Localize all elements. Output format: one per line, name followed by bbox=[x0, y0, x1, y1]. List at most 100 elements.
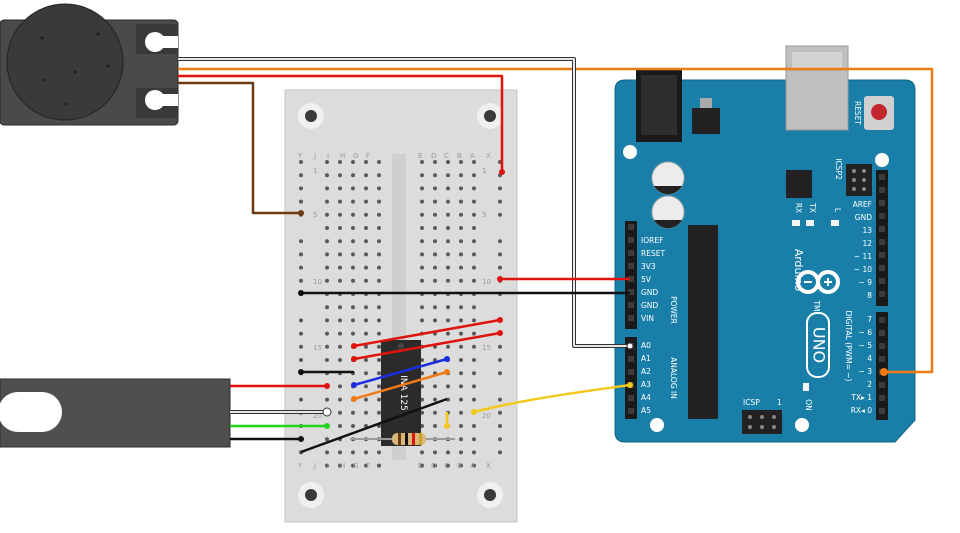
wire-servo-signal-orange bbox=[178, 67, 934, 374]
breadboard-hole bbox=[420, 278, 424, 283]
pin-label: ~ 10 bbox=[854, 265, 872, 274]
row-number: 20 bbox=[313, 412, 322, 420]
breadboard-hole bbox=[325, 450, 329, 455]
pin-label: RESET bbox=[641, 249, 665, 258]
digital-top-pin-labels: AREF GND 13 12 ~ 11 ~ 10 ~ 9 8 bbox=[853, 200, 873, 300]
pin-label: VIN bbox=[641, 314, 654, 323]
breadboard-hole bbox=[459, 160, 463, 164]
breadboard-hole bbox=[498, 265, 502, 270]
header-pin bbox=[628, 224, 634, 230]
breadboard-hole bbox=[459, 318, 463, 323]
breadboard-hole bbox=[459, 199, 463, 204]
breadboard-hole bbox=[338, 331, 342, 336]
breadboard-hole bbox=[420, 160, 424, 164]
breadboard-hole bbox=[325, 278, 329, 283]
breadboard-hole bbox=[446, 186, 450, 191]
col-letter: J bbox=[313, 462, 316, 470]
breadboard-hole bbox=[420, 318, 424, 323]
breadboard-hole bbox=[364, 463, 368, 468]
breadboard-hole bbox=[433, 173, 437, 178]
row-number: 15 bbox=[482, 344, 491, 352]
wire-chip-red-2 bbox=[353, 331, 501, 361]
breadboard-hole bbox=[364, 212, 368, 217]
col-letter: D bbox=[431, 462, 436, 470]
row-number: 5 bbox=[313, 211, 317, 219]
col-letter: A bbox=[470, 462, 475, 470]
breadboard-hole bbox=[325, 331, 329, 336]
header-pin bbox=[879, 265, 885, 271]
breadboard-hole bbox=[498, 212, 502, 217]
row-number: 1 bbox=[313, 167, 317, 175]
analog-header-label: ANALOG IN bbox=[669, 357, 678, 399]
breadboard-hole bbox=[498, 358, 502, 362]
wire-chip-blue bbox=[353, 357, 448, 387]
breadboard-hole bbox=[433, 424, 437, 428]
breadboard-mounting-holes bbox=[298, 103, 503, 508]
pin-label: ~ 5 bbox=[859, 341, 873, 350]
breadboard-hole bbox=[459, 384, 463, 389]
breadboard-hole bbox=[498, 252, 502, 257]
breadboard-hole bbox=[420, 265, 424, 270]
breadboard-hole bbox=[377, 239, 381, 244]
breadboard-hole bbox=[351, 410, 355, 415]
breadboard-hole bbox=[338, 239, 342, 244]
wires bbox=[178, 57, 934, 454]
breadboard-hole bbox=[338, 318, 342, 323]
breadboard-hole bbox=[377, 384, 381, 389]
breadboard-hole bbox=[433, 212, 437, 217]
col-letter: C bbox=[444, 462, 449, 470]
breadboard-hole bbox=[364, 371, 368, 376]
breadboard-hole bbox=[364, 278, 368, 283]
header-pin bbox=[879, 187, 885, 193]
header-pin bbox=[628, 395, 634, 401]
breadboard-hole bbox=[459, 212, 463, 217]
row-number: 20 bbox=[482, 412, 491, 420]
breadboard-hole bbox=[420, 252, 424, 257]
breadboard-hole bbox=[338, 199, 342, 204]
breadboard-hole bbox=[351, 160, 355, 164]
header-pin bbox=[879, 291, 885, 297]
breadboard-hole bbox=[472, 463, 476, 468]
header-pin bbox=[879, 226, 885, 232]
breadboard-hole bbox=[338, 226, 342, 230]
breadboard-hole bbox=[433, 450, 437, 455]
breadboard-hole bbox=[377, 358, 381, 362]
breadboard-hole bbox=[433, 318, 437, 323]
breadboard-hole bbox=[459, 265, 463, 270]
breadboard-hole bbox=[446, 278, 450, 283]
breadboard-hole bbox=[325, 212, 329, 217]
breadboard-hole bbox=[377, 265, 381, 270]
breadboard-hole bbox=[459, 186, 463, 191]
breadboard-hole bbox=[351, 305, 355, 310]
breadboard-hole bbox=[420, 463, 424, 468]
header-pin bbox=[879, 174, 885, 180]
pin-label: ~ 6 bbox=[859, 328, 873, 337]
breadboard-hole bbox=[377, 318, 381, 323]
pin-label: A4 bbox=[641, 393, 651, 402]
breadboard-hole bbox=[433, 226, 437, 230]
breadboard-hole bbox=[325, 344, 329, 349]
breadboard-hole bbox=[338, 186, 342, 191]
breadboard-hole bbox=[498, 371, 502, 376]
breadboard-hole bbox=[446, 331, 450, 336]
chip-label: INA 125 bbox=[398, 375, 408, 411]
pin-label: 8 bbox=[867, 291, 872, 300]
arduino-name: Arduino bbox=[792, 249, 805, 292]
breadboard-hole bbox=[325, 463, 329, 468]
breadboard-hole bbox=[420, 173, 424, 178]
breadboard-hole bbox=[299, 331, 303, 336]
col-letter: G bbox=[353, 152, 358, 160]
breadboard-hole bbox=[351, 173, 355, 178]
col-letter: H bbox=[340, 462, 345, 470]
breadboard-hole bbox=[364, 450, 368, 455]
icsp-pin1-label: 1 bbox=[777, 398, 782, 407]
row-number: 10 bbox=[313, 278, 322, 286]
header-pin bbox=[628, 302, 634, 308]
breadboard-hole bbox=[459, 226, 463, 230]
breadboard-hole bbox=[472, 265, 476, 270]
breadboard-hole bbox=[299, 173, 303, 178]
col-letter: X bbox=[486, 462, 491, 470]
row-number: 10 bbox=[482, 278, 491, 286]
breadboard-hole bbox=[433, 278, 437, 283]
col-letter: F bbox=[366, 152, 370, 160]
